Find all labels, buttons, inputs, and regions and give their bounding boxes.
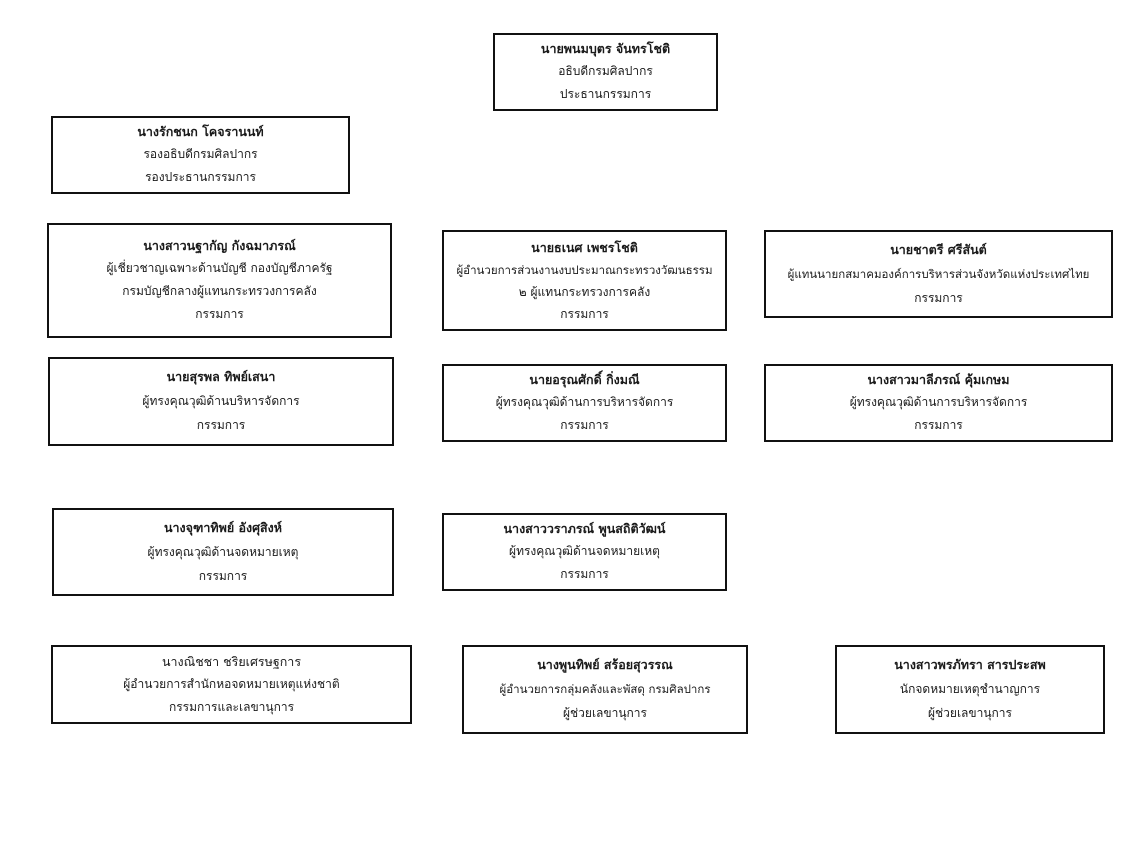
member-box-vice-chair: นางรักชนก โคจรานนท์ รองอธิบดีกรมศิลปากร … (51, 116, 350, 194)
member-role: ผู้ช่วยเลขานุการ (563, 706, 647, 720)
member-role: กรรมการ (198, 568, 248, 583)
member-box-assistant-secretary: นางพูนทิพย์ สร้อยสุวรรณ ผู้อำนวยการกลุ่ม… (462, 645, 748, 734)
member-name: นางสาวนฐากัญ กังฉมาภรณ์ (143, 238, 296, 253)
member-position: ผู้อำนวยการกลุ่มคลังและพัสดุ กรมศิลปากร (499, 682, 711, 696)
member-box-assistant-secretary: นางสาวพรภัทรา สารประสพ นักจดหมายเหตุชำนา… (835, 645, 1105, 734)
member-position: กรมบัญชีกลางผู้แทนกระทรวงการคลัง (122, 284, 317, 298)
member-box-committee: นายชาตรี ศรีสันต์ ผู้แทนนายกสมาคมองค์การ… (764, 230, 1113, 318)
member-box-committee: นายอรุณศักดิ์ กิ่งมณี ผู้ทรงคุณวุฒิด้านก… (442, 364, 727, 442)
member-role: กรรมการ (196, 418, 246, 432)
member-role: ประธานกรรมการ (559, 87, 652, 101)
member-box-committee: นางสาวนฐากัญ กังฉมาภรณ์ ผู้เชี่ยวชาญเฉพา… (47, 223, 392, 338)
member-box-chairman: นายพนมบุตร จันทรโชติ อธิบดีกรมศิลปากร ปร… (493, 33, 718, 111)
member-name: นางสาววราภรณ์ พูนสถิติวัฒน์ (503, 521, 666, 536)
member-role: กรรมการและเลขานุการ (168, 699, 295, 714)
member-name: นางพูนทิพย์ สร้อยสุวรรณ (537, 657, 673, 672)
member-name: นายสุรพล ทิพย์เสนา (166, 369, 276, 384)
member-name: นางณิชชา ชริยเศรษฐการ (161, 653, 302, 669)
member-box-committee: นายสุรพล ทิพย์เสนา ผู้ทรงคุณวุฒิด้านบริห… (48, 357, 394, 446)
member-box-committee: นางสาววราภรณ์ พูนสถิติวัฒน์ ผู้ทรงคุณวุฒ… (442, 513, 727, 591)
member-role: กรรมการ (560, 567, 609, 581)
member-position: อธิบดีกรมศิลปากร (558, 64, 653, 78)
member-position: ผู้ทรงคุณวุฒิด้านการบริหารจัดการ (495, 395, 674, 409)
member-name: นางสาวมาลีภรณ์ คุ้มเกษม (867, 372, 1010, 387)
member-role: ผู้ช่วยเลขานุการ (928, 706, 1012, 720)
member-role: กรรมการ (560, 306, 609, 321)
member-role: กรรมการ (914, 290, 963, 305)
member-name: นายอรุณศักดิ์ กิ่งมณี (529, 372, 640, 387)
member-position: ผู้อำนวยการส่วนงานงบประมาณกระทรวงวัฒนธรร… (456, 262, 713, 277)
member-role: รองประธานกรรมการ (145, 170, 256, 184)
member-role: กรรมการ (560, 418, 609, 432)
member-name: นางสาวพรภัทรา สารประสพ (894, 657, 1046, 672)
member-role: กรรมการ (914, 418, 963, 432)
member-position: ผู้อำนวยการสำนักหอจดหมายเหตุแห่งชาติ (123, 676, 340, 691)
member-position: ผู้ทรงคุณวุฒิด้านการบริหารจัดการ (849, 395, 1028, 409)
member-box-committee: นางสาวมาลีภรณ์ คุ้มเกษม ผู้ทรงคุณวุฒิด้า… (764, 364, 1113, 442)
member-position: รองอธิบดีกรมศิลปากร (143, 147, 258, 161)
member-position: ๒ ผู้แทนกระทรวงการคลัง (518, 284, 651, 299)
member-role: กรรมการ (195, 307, 244, 321)
member-box-committee: นางจุฑาทิพย์ อังศุสิงห์ ผู้ทรงคุณวุฒิด้า… (52, 508, 394, 596)
member-name: นางจุฑาทิพย์ อังศุสิงห์ (163, 519, 283, 535)
member-position: ผู้แทนนายกสมาคมองค์การบริหารส่วนจังหวัดแ… (787, 266, 1090, 281)
member-box-committee: นายธเนศ เพชรโชติ ผู้อำนวยการส่วนงานงบประ… (442, 230, 727, 331)
member-name: นายพนมบุตร จันทรโชติ (540, 41, 671, 56)
member-position: ผู้เชี่ยวชาญเฉพาะด้านบัญชี กองบัญชีภาครั… (106, 261, 333, 275)
member-name: นายธเนศ เพชรโชติ (531, 239, 638, 255)
member-position: ผู้ทรงคุณวุฒิด้านจดหมายเหตุ (147, 544, 299, 559)
member-box-secretary: นางณิชชา ชริยเศรษฐการ ผู้อำนวยการสำนักหอ… (51, 645, 412, 724)
member-position: ผู้ทรงคุณวุฒิด้านจดหมายเหตุ (509, 544, 660, 558)
member-position: ผู้ทรงคุณวุฒิด้านบริหารจัดการ (142, 394, 300, 408)
member-name: นางรักชนก โคจรานนท์ (137, 124, 264, 139)
member-position: นักจดหมายเหตุชำนาญการ (899, 682, 1041, 696)
member-name: นายชาตรี ศรีสันต์ (890, 241, 987, 257)
